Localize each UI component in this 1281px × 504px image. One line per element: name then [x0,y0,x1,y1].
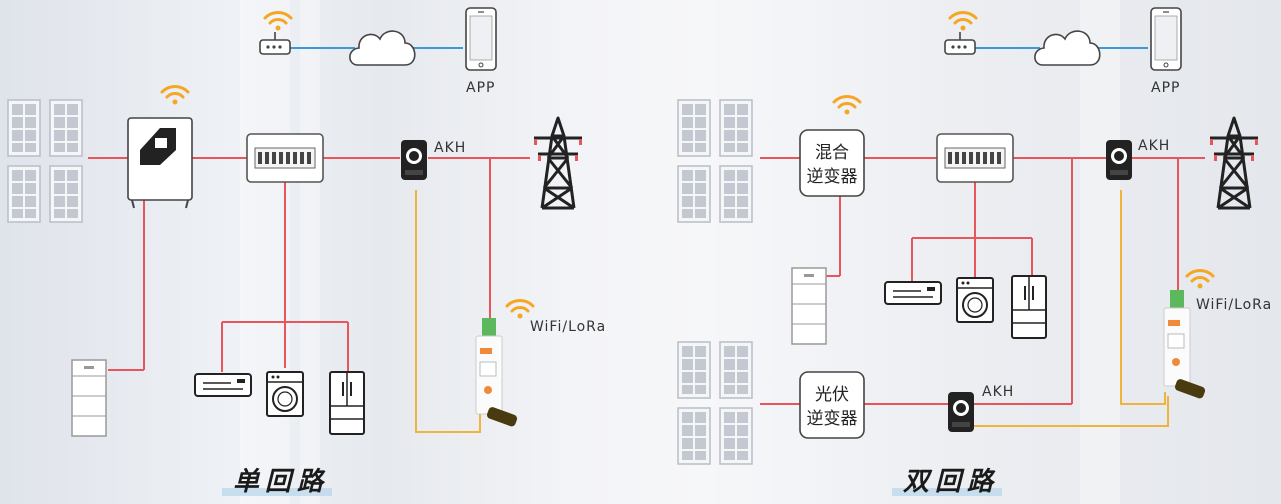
pv-inverter-line2: 逆变器 [807,409,858,429]
refrigerator-icon [1011,275,1047,339]
solar-panel-icon [678,342,752,464]
gateway-wifi-icon [1185,268,1215,290]
current-transformer-icon [948,392,974,432]
single-circuit-title: 单回路 [233,467,329,497]
gateway-label: WiFi/LoRa [1196,297,1272,313]
washing-machine-icon [266,371,304,417]
distribution-box-icon [246,133,324,183]
transmission-tower-icon [1208,116,1260,210]
inverter-wifi-icon [160,84,190,106]
single-circuit-diagram: APP AKH [8,7,606,497]
hybrid-inverter-wifi-icon [832,94,862,116]
title-underline [222,488,332,496]
wifi-icon [948,10,978,32]
dual-circuit-diagram: APP 混合 逆变器 [678,7,1272,497]
hybrid-inverter-line2: 逆变器 [807,167,858,187]
hybrid-inverter-line1: 混合 [815,143,849,163]
gateway-wifi-icon [505,298,535,320]
distribution-box-icon [936,133,1014,183]
app-label: APP [1151,80,1180,96]
phone-icon [465,7,497,71]
meter-label-top: AKH [1138,138,1170,154]
router-icon [944,31,976,55]
meter-label-bottom: AKH [982,384,1014,400]
refrigerator-icon [329,371,365,435]
solar-panel-icon [678,100,752,222]
cloud-icon [349,30,416,66]
air-conditioner-icon [884,281,942,305]
background-pillars [240,0,1120,504]
air-conditioner-icon [194,373,252,397]
pv-inverter-box: 光伏 逆变器 [799,371,865,439]
gateway-label: WiFi/LoRa [530,319,606,335]
hybrid-inverter-box: 混合 逆变器 [799,129,865,197]
current-transformer-icon [1106,140,1132,180]
app-label: APP [466,80,495,96]
washing-machine-icon [956,277,994,323]
battery-icon [71,359,107,437]
gateway-icon [475,317,519,429]
battery-icon [791,267,827,345]
transmission-tower-icon [532,116,584,210]
phone-icon [1150,7,1182,71]
inverter-icon [127,117,193,209]
meter-label: AKH [434,140,466,156]
solar-panel-icon [8,100,82,222]
current-transformer-icon [401,140,427,180]
title-underline [892,488,1002,496]
dual-circuit-title: 双回路 [903,467,999,497]
pv-inverter-line1: 光伏 [815,385,849,405]
